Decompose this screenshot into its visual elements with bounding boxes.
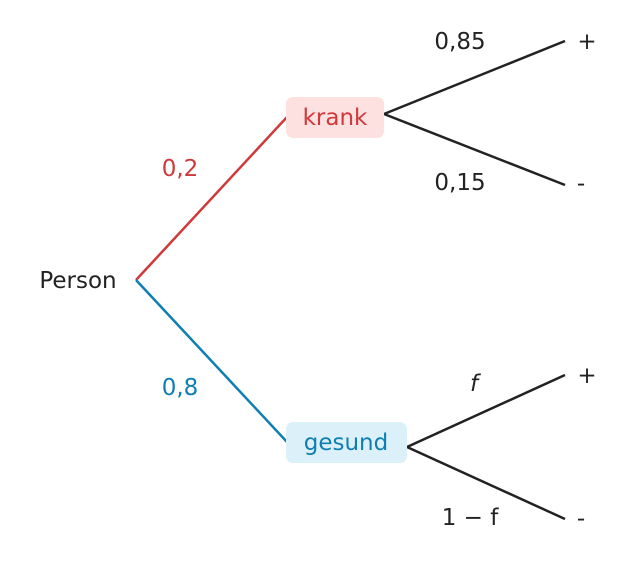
- probability-gesund-plus: f: [470, 371, 481, 397]
- probability-krank: 0,2: [162, 156, 199, 182]
- probability-krank-minus: 0,15: [434, 170, 485, 196]
- node-gesund-box: [286, 422, 407, 463]
- outcome-krank-plus: +: [577, 29, 596, 55]
- probability-gesund: 0,8: [162, 375, 199, 401]
- edge-root-krank: [135, 116, 288, 281]
- edge-root-gesund: [135, 279, 288, 443]
- outcome-krank-minus: -: [577, 171, 585, 197]
- node-gesund: gesund: [286, 422, 407, 463]
- outcome-gesund-plus: +: [577, 363, 596, 389]
- edge-krank-plus: [383, 39, 566, 116]
- node-gesund-label: gesund: [304, 430, 389, 456]
- edge-krank-minus: [383, 112, 566, 187]
- node-krank-label: krank: [303, 105, 368, 131]
- edge-gesund-plus: [406, 373, 566, 449]
- probability-krank-plus: 0,85: [434, 29, 485, 55]
- edge-gesund-minus: [406, 445, 566, 521]
- outcome-gesund-minus: -: [577, 506, 585, 532]
- node-krank: krank: [286, 97, 384, 138]
- node-krank-box: [286, 97, 384, 138]
- root-node-label: Person: [39, 268, 116, 294]
- probability-gesund-minus: 1 − f: [442, 505, 500, 531]
